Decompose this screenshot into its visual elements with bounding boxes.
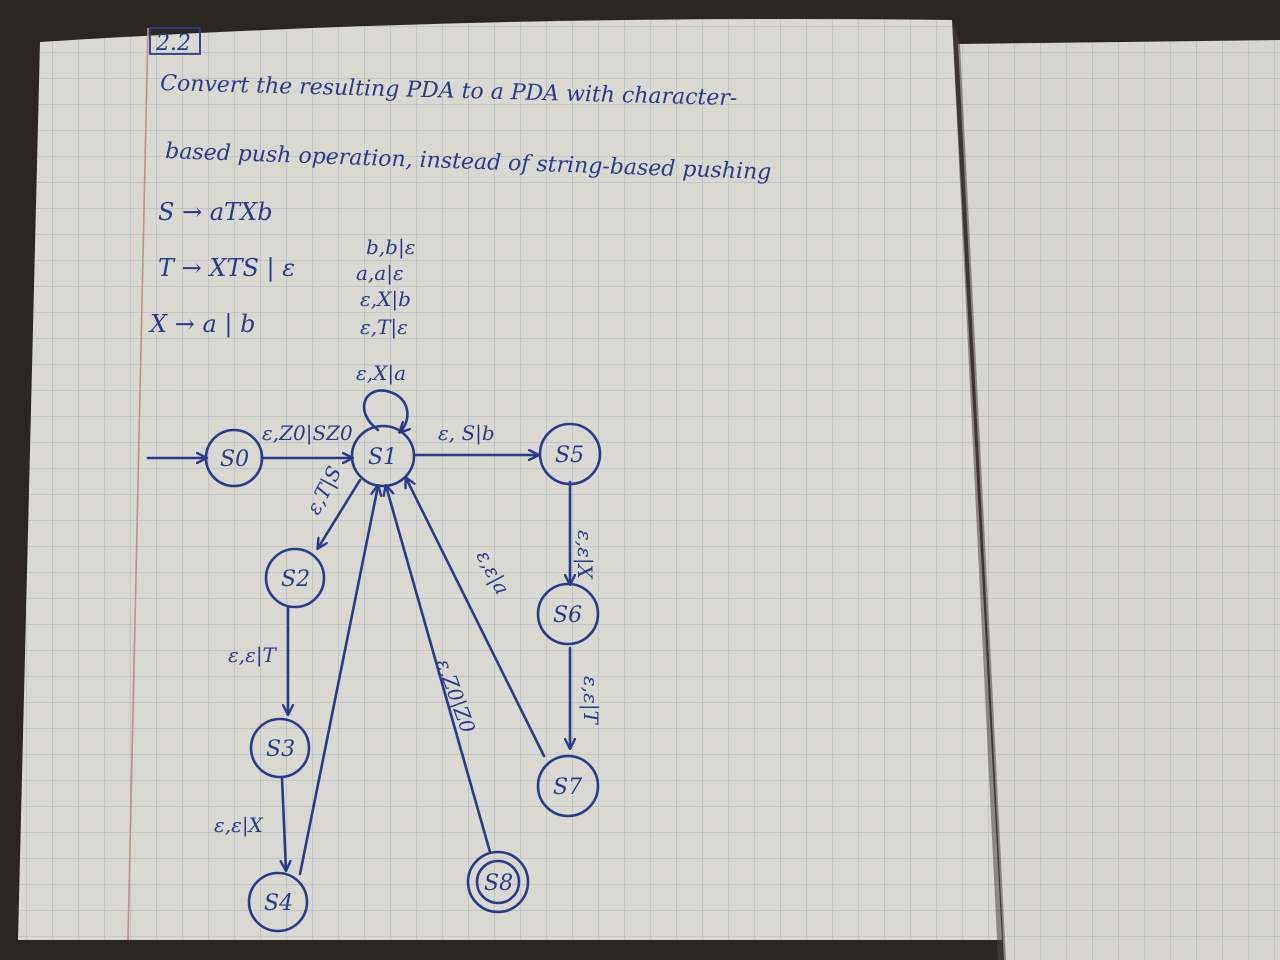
state-s3: S3 [249, 717, 311, 779]
left-page-grid [18, 18, 1002, 941]
state-s8-accepting: S8 [466, 850, 530, 914]
state-label-s6: S6 [553, 603, 582, 628]
state-label-s2: S2 [281, 567, 310, 592]
state-label-s5: S5 [555, 443, 584, 468]
state-label-s4: S4 [264, 891, 293, 916]
state-s4: S4 [247, 871, 309, 933]
edge-s8-s1 [386, 486, 492, 854]
edge-s4-s1 [298, 486, 378, 876]
edge-s3-s4 [282, 776, 286, 870]
grammar-rule-2: T → XTS | ε [158, 254, 295, 283]
state-s6: S6 [536, 582, 600, 646]
self-loop-arrow [362, 389, 407, 432]
state-s1: S1 [350, 424, 416, 488]
state-label-s3: S3 [266, 737, 295, 762]
edge-label-s6-s7: ε,ε|T [578, 676, 603, 726]
loop-label-3: ε,X|b [360, 287, 411, 312]
edge-label-s5-s6: ε,ε|X [572, 530, 597, 580]
exercise-number-box [149, 27, 201, 55]
loop-label-1: b,b|ε [366, 235, 415, 260]
edge-label-s2-s3: ε,ε|T [228, 643, 278, 668]
state-s5: S5 [538, 422, 602, 486]
loop-label-5: ε,X|a [356, 361, 406, 386]
grammar-rule-3: X → a | b [148, 310, 255, 339]
edge-label-s1-s5: ε, S|b [438, 421, 495, 446]
edge-label-s3-s4: ε,ε|X [214, 813, 264, 838]
state-s2: S2 [264, 547, 326, 609]
state-s0: S0 [204, 428, 264, 488]
loop-label-4: ε,T|ε [360, 315, 408, 340]
right-page-grid [958, 40, 1280, 960]
exercise-number: 2.2 [155, 31, 191, 56]
state-label-s7: S7 [553, 775, 582, 800]
state-label-s8: S8 [484, 871, 513, 896]
grammar-rule-1: S → aTXb [158, 198, 273, 226]
state-label-s1: S1 [368, 445, 397, 470]
loop-label-2: a,a|ε [356, 261, 404, 286]
edge-s1-s2 [318, 478, 362, 548]
edge-s7-s1 [406, 478, 546, 758]
edge-label-s0-s1: ε,Z0|SZ0 [262, 421, 353, 446]
state-label-s0: S0 [220, 447, 249, 472]
spine-shadow [952, 20, 1006, 960]
margin-line [127, 27, 149, 941]
state-s7: S7 [536, 754, 600, 818]
